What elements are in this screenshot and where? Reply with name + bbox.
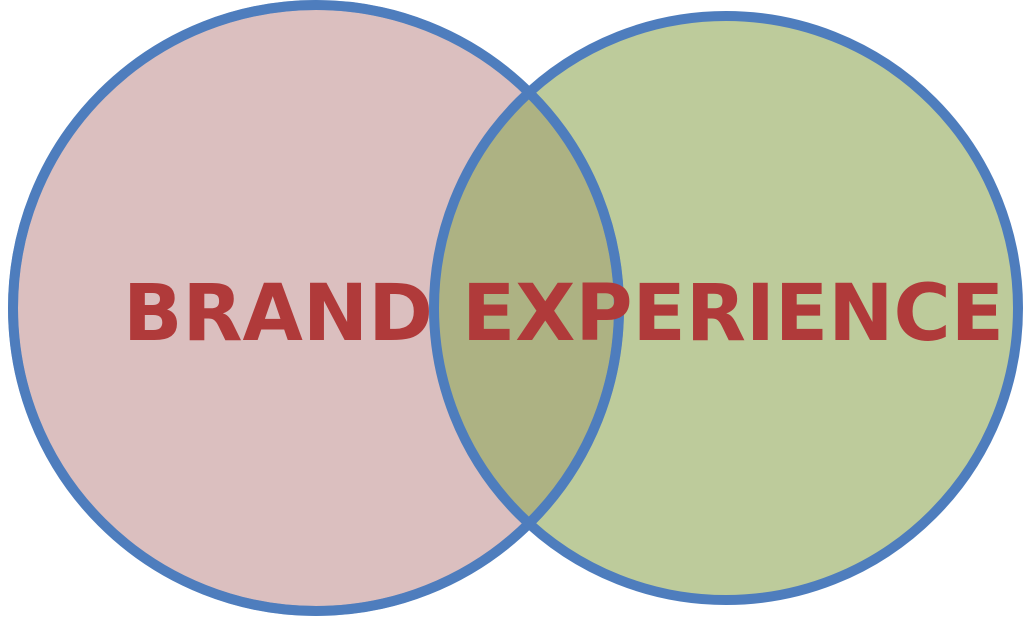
experience-circle-outline <box>429 11 1023 605</box>
brand-circle-outline <box>8 0 624 616</box>
brand-label: BRAND <box>123 269 433 359</box>
brand-circle <box>13 5 619 611</box>
experience-label: EXPERIENCE <box>462 269 1004 359</box>
